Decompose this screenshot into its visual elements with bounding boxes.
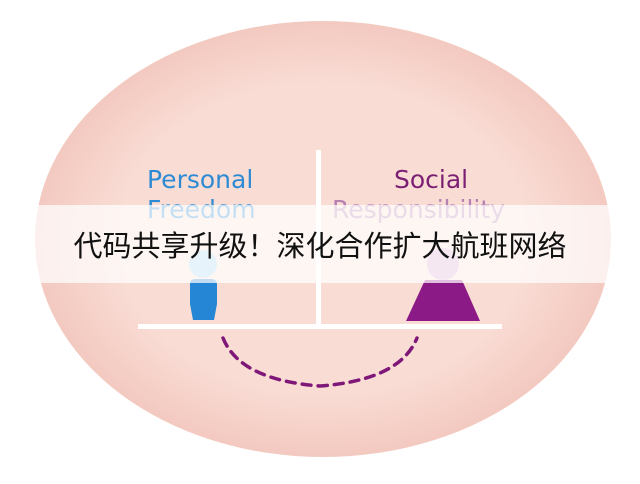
caption-text: 代码共享升级！深化合作扩大航班网络 — [73, 229, 567, 263]
balance-beam — [138, 324, 502, 329]
caption-banner — [0, 205, 640, 283]
left-person-body — [190, 279, 217, 320]
social-label: Social — [394, 165, 469, 194]
personal-label: Personal — [147, 165, 254, 194]
right-person-body — [406, 280, 480, 321]
balance-arc — [221, 336, 419, 388]
